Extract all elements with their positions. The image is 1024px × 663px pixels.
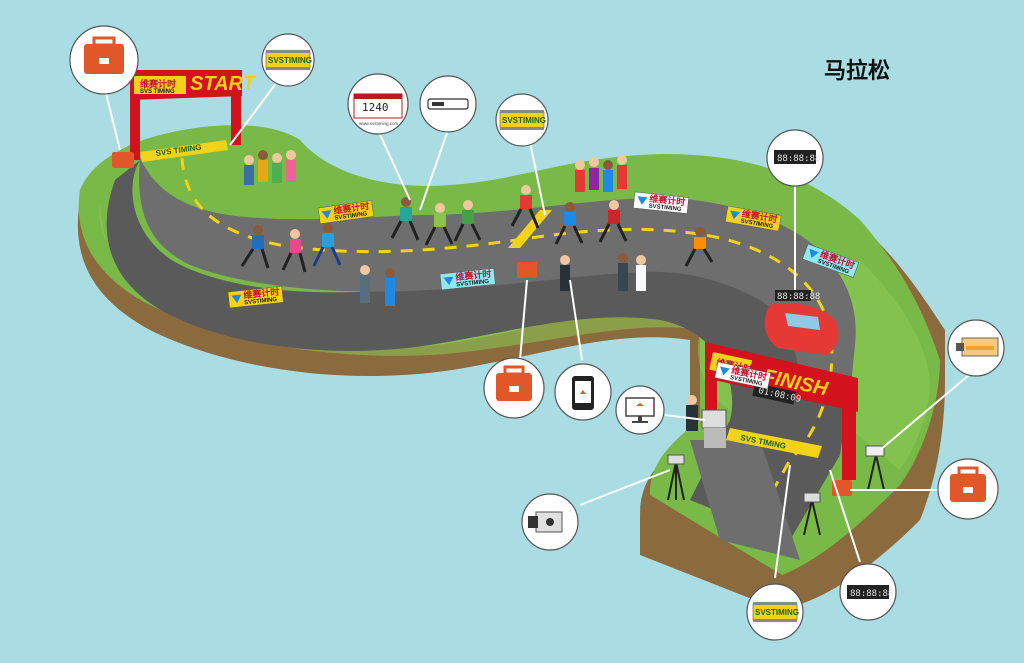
- callout-timing-box-start: [69, 25, 139, 95]
- callout-clock-display: 88:88:88: [766, 129, 824, 187]
- lead-car: 88:88:88: [764, 290, 839, 355]
- callout-video-camera: [521, 493, 579, 551]
- bib-number: 1240: [362, 101, 389, 114]
- car-display: 88:88:88: [777, 292, 820, 302]
- start-brand-en: SVS TIMING: [140, 89, 175, 95]
- banner-en: SVSTIMING: [648, 204, 682, 213]
- clock-display-icon: [847, 585, 889, 599]
- chip-reader-icon: [427, 98, 469, 110]
- start-timing-box: [112, 152, 134, 168]
- midcourse-timing-mat: [508, 210, 552, 248]
- callout-mat-mid: SVSTIMING: [495, 93, 549, 147]
- banner-group: 维赛计时SVSTIMING维赛计时SVSTIMING维赛计时SVSTIMING维…: [227, 191, 860, 390]
- runners: [240, 185, 714, 273]
- callout-bib: 1240 www.svstiming.com: [347, 73, 409, 135]
- race-title: 马拉松: [824, 58, 890, 84]
- start-brand-cn: 维赛计时: [140, 78, 176, 90]
- clock-display-icon: [774, 150, 816, 164]
- mat-callout-label-2: SVSTIMING: [502, 116, 546, 125]
- banner-en: SVSTIMING: [456, 279, 490, 288]
- banner-en: SVSTIMING: [334, 211, 368, 222]
- clock-display-finish-digits: 88:88:88: [850, 589, 893, 599]
- callout-leaders: [103, 77, 976, 579]
- monitor-icon: [625, 397, 655, 417]
- callout-mat-finish: SVSTIMING: [746, 583, 804, 641]
- callout-timing-box-mid: [483, 357, 545, 419]
- callout-chip-reader: [419, 75, 477, 133]
- mat-callout-label-3: SVSTIMING: [755, 608, 799, 617]
- banner-en: SVSTIMING: [740, 218, 774, 230]
- clock-display-digits: 88:88:88: [777, 154, 820, 164]
- midcourse-timing-box: [517, 262, 537, 278]
- banner-cn: 维赛计时: [649, 193, 686, 209]
- callout-mat-start: SVSTIMING: [261, 33, 315, 87]
- start-arch: 维赛计时 SVS TIMING START SVS TIMING: [130, 70, 257, 162]
- start-word: START: [190, 73, 257, 95]
- callout-timing-box-finish: [937, 458, 999, 520]
- camera-tripods: [667, 445, 885, 536]
- bib-url: www.svstiming.com: [359, 121, 399, 126]
- banner-cn: 维赛计时: [243, 286, 280, 302]
- callout-phone: [554, 363, 612, 421]
- mat-callout-label-1: SVSTIMING: [268, 56, 312, 65]
- spectators: [244, 150, 646, 306]
- callout-scoreboard-camera: [947, 319, 1005, 377]
- banner-en: SVSTIMING: [244, 297, 278, 306]
- callout-clock-display-finish: 88:88:88: [839, 563, 897, 621]
- banner-cn: 维赛计时: [455, 268, 492, 284]
- callout-monitor: [615, 385, 665, 435]
